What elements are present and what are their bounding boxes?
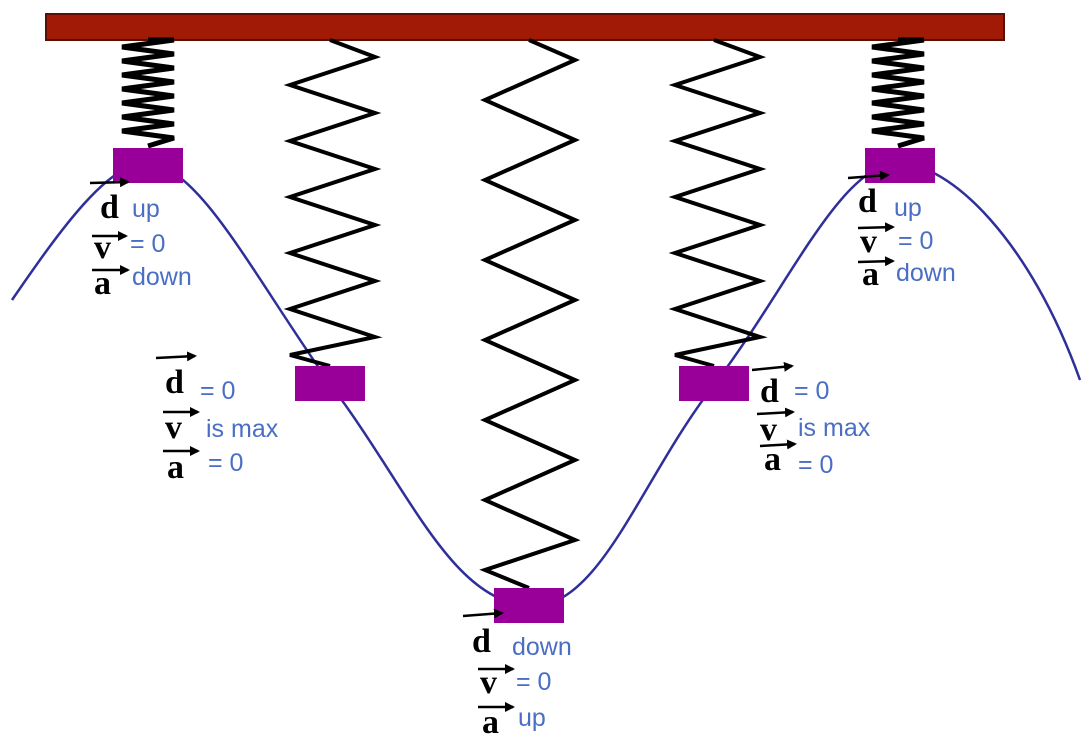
mass-block-top-right [865,148,935,183]
displacement-symbol: d [858,183,877,220]
mass-block-mid-right [679,366,749,401]
velocity-symbol: v [860,223,877,260]
displacement-text: down [512,633,572,661]
displacement-text: up [132,195,160,223]
acceleration-text: down [896,259,956,287]
vector-arrow-icon [155,351,197,362]
label-group-top-left: d up v = 0 a down [89,177,192,302]
displacement-text: = 0 [200,377,235,405]
spring-stretched-bottom [479,38,581,590]
displacement-symbol: d [472,623,491,660]
velocity-text: = 0 [130,230,165,258]
vector-arrow-icon [89,177,130,188]
label-group-top-right: d up v = 0 a down [847,170,956,293]
velocity-text: is max [798,414,871,442]
vector-arrow-icon [857,222,895,233]
vector-arrow-icon [462,608,504,619]
acceleration-symbol: a [94,265,111,302]
vector-arrow-icon [759,439,797,450]
mass-block-mid-left [295,366,365,401]
displacement-symbol: d [165,364,184,401]
vector-arrow-icon [756,407,795,418]
vector-arrow-icon [751,361,794,372]
acceleration-symbol: a [764,441,781,478]
mass-block-top-left [113,148,183,183]
acceleration-symbol: a [482,704,499,735]
displacement-text: up [894,194,922,222]
velocity-symbol: v [94,229,111,266]
velocity-text: = 0 [898,227,933,255]
velocity-symbol: v [165,409,182,446]
displacement-symbol: d [760,373,779,410]
spring-compressed-left [121,37,175,149]
velocity-text: = 0 [516,668,551,696]
mass-block-bottom [494,588,564,623]
spring-mid-right [668,38,768,368]
acceleration-text: = 0 [798,451,833,479]
ceiling-bar [45,13,1005,41]
velocity-text: is max [206,415,279,443]
velocity-symbol: v [760,411,777,448]
spring-mid-left [283,38,383,368]
acceleration-text: up [518,704,546,732]
label-group-bottom: d down v = 0 a up [462,608,572,735]
velocity-symbol: v [480,664,497,701]
vector-arrow-icon [857,256,895,267]
acceleration-symbol: a [862,256,879,293]
vector-arrow-icon [847,170,890,181]
label-group-mid-right: d = 0 v is max a = 0 [751,361,871,479]
acceleration-text: = 0 [208,449,243,477]
displacement-text: = 0 [794,377,829,405]
acceleration-symbol: a [167,449,184,486]
spring-compressed-right [871,37,925,149]
label-group-mid-left: d = 0 v is max a = 0 [155,351,279,486]
acceleration-text: down [132,263,192,291]
displacement-symbol: d [100,189,119,226]
